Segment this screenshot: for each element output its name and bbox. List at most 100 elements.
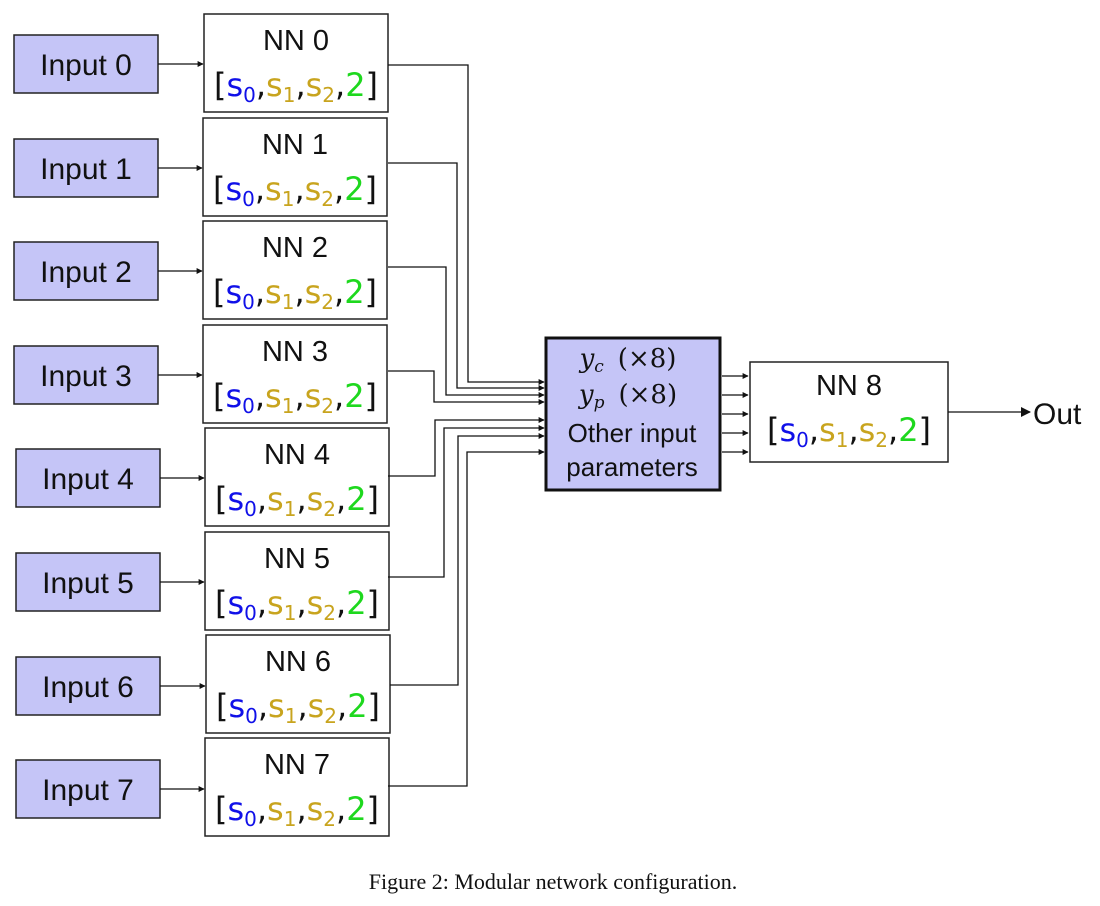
nn-vector-7: [s0,s1,s2,2] [215,790,379,831]
vector-part-sub2: 2 [323,807,336,831]
vector-part-sub1: 1 [285,704,298,728]
row-4: Input 4NN 4[s0,s1,s2,2] [15,427,390,527]
nn8-vector: [s0,s1,s2,2] [767,411,931,452]
vector-part-open: [ [216,687,228,725]
vector-part-s: s [225,273,242,311]
merge-to-final-arrows [722,373,749,455]
row-5: Input 5NN 5[s0,s1,s2,2] [15,531,390,631]
vector-part-s: s [306,66,323,104]
vector-part-close: ] [365,170,377,208]
nn-label-1: NN 1 [262,129,328,161]
nn-vector-4: [s0,s1,s2,2] [215,480,379,521]
nn-box-5 [204,531,390,631]
vector-part-sub1: 1 [282,394,295,418]
vector-part-open: [ [213,273,225,311]
nn-box-7 [204,737,390,837]
merge-yp-line: yp(×8) [578,380,677,413]
vector-part-sub2: 2 [875,428,888,452]
vector-part-s: s [305,273,322,311]
vector-part-comma: , [257,790,267,828]
nn-label-7: NN 7 [264,749,330,781]
vector-part-comma: , [337,687,347,725]
vector-part-comma: , [255,273,265,311]
nn-vector-0: [s0,s1,s2,2] [214,66,378,107]
vector-part-comma: , [336,790,346,828]
vector-part-close: ] [367,790,379,828]
vector-part-close: ] [919,411,931,449]
vector-part-s: s [267,480,284,518]
vector-part-open: [ [215,790,227,828]
vector-part-s: s [228,687,245,725]
row-6: Input 6NN 6[s0,s1,s2,2] [15,634,391,734]
vector-part-comma: , [336,480,346,518]
nn-vector-5: [s0,s1,s2,2] [215,584,379,625]
vector-part-sub2: 2 [321,394,334,418]
merge-box [544,336,722,492]
vector-part-open: [ [767,411,779,449]
vector-part-sub2: 2 [321,290,334,314]
vector-part-sub1: 1 [283,83,296,107]
vector-part-sub1: 1 [282,290,295,314]
nn-vector-6: [s0,s1,s2,2] [216,687,380,728]
nn8-box [749,361,949,463]
input-box-6 [15,656,161,716]
vector-part-s: s [819,411,836,449]
vector-part-sub2: 2 [322,83,335,107]
vector-part-s: s [859,411,876,449]
vector-part-comma: , [335,66,345,104]
vector-part-two: 2 [346,480,366,518]
vector-part-comma: , [297,687,307,725]
vector-part-two: 2 [345,66,365,104]
merge-yc-line: yc(×8) [579,344,677,377]
vector-part-comma: , [334,170,344,208]
vector-part-two: 2 [346,790,366,828]
vector-part-comma: , [334,377,344,415]
vector-part-close: ] [365,273,377,311]
input-box-5 [15,552,161,612]
nn-label-6: NN 6 [265,646,331,678]
nn-box-4 [204,427,390,527]
vector-part-s: s [226,66,243,104]
vector-part-s: s [267,584,284,622]
row-1: Input 1NN 1[s0,s1,s2,2] [13,117,388,217]
vector-part-sub0: 0 [242,290,255,314]
nn-vector-3: [s0,s1,s2,2] [213,377,377,418]
vector-part-two: 2 [344,170,364,208]
row-2: Input 2NN 2[s0,s1,s2,2] [13,220,388,320]
vector-part-sub0: 0 [243,83,256,107]
vector-part-comma: , [296,480,306,518]
input-label-2: Input 2 [40,256,132,289]
vector-part-s: s [227,790,244,828]
nn-vector-1: [s0,s1,s2,2] [213,170,377,211]
vector-part-s: s [266,66,283,104]
vector-part-comma: , [294,377,304,415]
vector-part-s: s [307,584,324,622]
vector-part-close: ] [366,66,378,104]
input-box-7 [15,759,161,819]
vector-part-sub1: 1 [836,428,849,452]
input-network-rows: Input 0NN 0[s0,s1,s2,2]Input 1NN 1[s0,s1… [13,13,391,837]
vector-part-comma: , [336,584,346,622]
row-0: Input 0NN 0[s0,s1,s2,2] [13,13,389,113]
vector-part-comma: , [294,170,304,208]
nn-box-2 [202,220,388,320]
nn-box-1 [202,117,388,217]
vector-part-s: s [265,273,282,311]
input-box-0 [13,34,159,94]
vector-part-s: s [227,584,244,622]
figure-caption: Figure 2: Modular network configuration. [369,869,737,894]
input-label-7: Input 7 [42,774,134,807]
vector-part-s: s [305,377,322,415]
vector-part-comma: , [334,273,344,311]
vector-part-comma: , [255,170,265,208]
vector-part-two: 2 [344,273,364,311]
vector-part-sub0: 0 [242,394,255,418]
wire-3 [388,370,545,405]
input-label-5: Input 5 [42,567,134,600]
vector-part-sub1: 1 [284,497,297,521]
vector-part-sub0: 0 [244,601,257,625]
wire-5 [388,425,545,578]
vector-part-open: [ [213,377,225,415]
vector-part-s: s [267,790,284,828]
